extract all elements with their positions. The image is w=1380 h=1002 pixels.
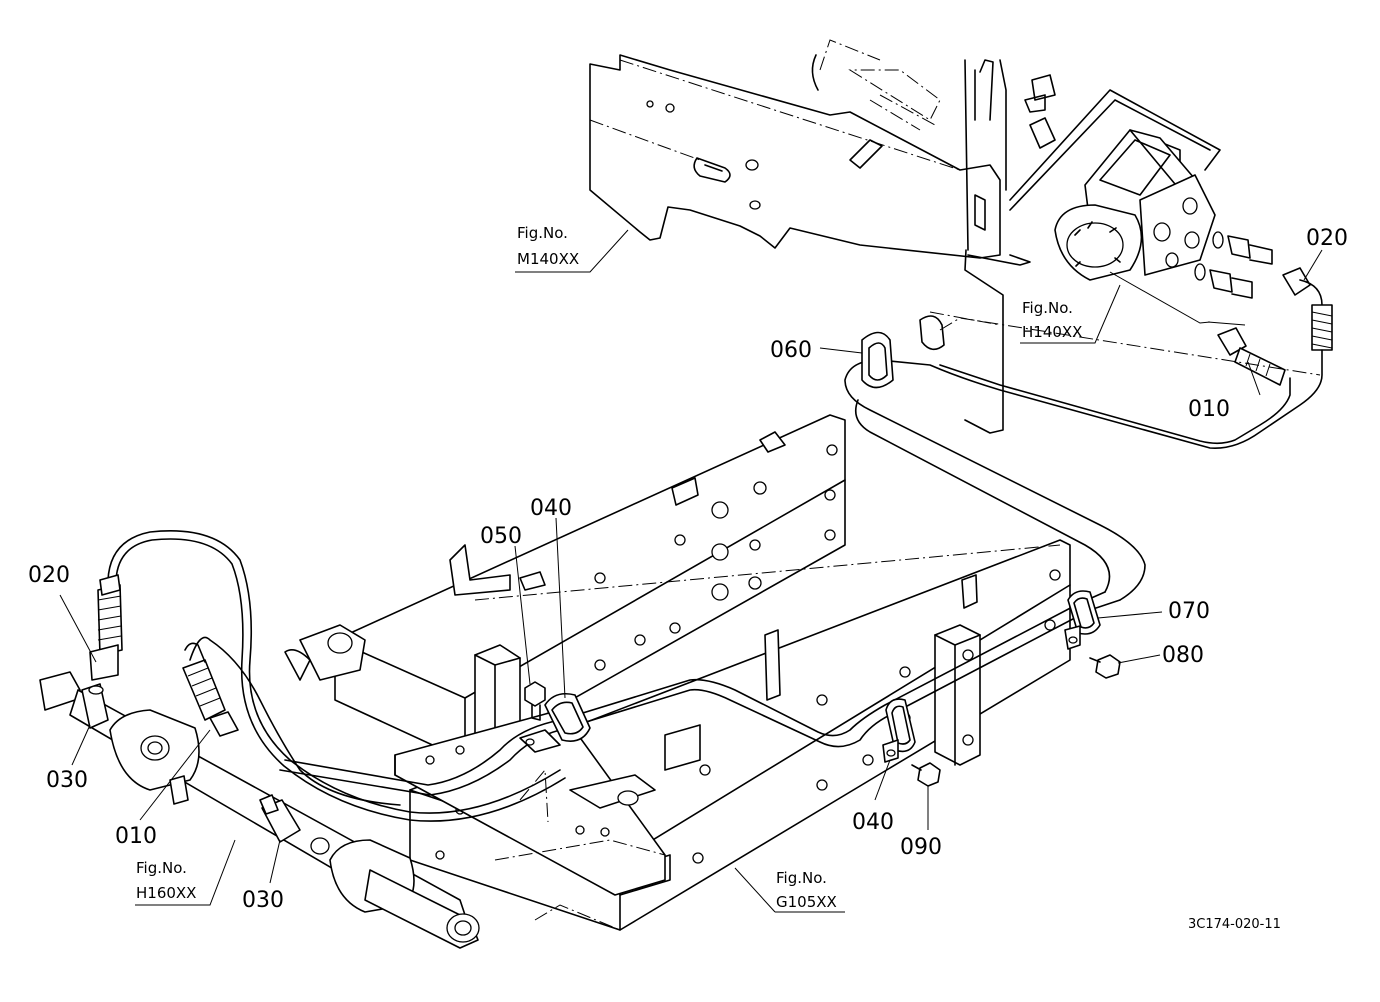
part-label-090: 090 <box>900 835 942 860</box>
fig-ref-h140-line2: H140XX <box>1022 323 1082 341</box>
bolt-080 <box>1089 654 1121 679</box>
part-label-060: 060 <box>770 338 812 363</box>
part-label-050: 050 <box>480 524 522 549</box>
fig-ref-g105[interactable]: Fig.No. G105XX <box>776 869 837 911</box>
part-label-040-right: 040 <box>852 810 894 835</box>
drawing-code: 3C174-020-11 <box>1188 917 1281 932</box>
part-label-030-bottom: 030 <box>242 888 284 913</box>
part-label-030-left: 030 <box>46 768 88 793</box>
clamp-040-mid <box>519 692 591 753</box>
steering-cylinder <box>39 671 480 949</box>
part-label-040-mid: 040 <box>530 496 572 521</box>
fig-ref-h160-line1: Fig.No. <box>136 859 187 877</box>
bolt-090 <box>911 762 941 787</box>
part-label-010-top: 010 <box>1188 397 1230 422</box>
bolt-050 <box>524 681 546 721</box>
upper-frame-plate <box>589 39 1056 434</box>
part-label-010-left: 010 <box>115 824 157 849</box>
lower-tubes <box>279 591 1121 796</box>
fig-ref-m140[interactable]: Fig.No. M140XX <box>517 224 579 268</box>
leader-lines <box>59 229 1323 913</box>
fig-ref-h160[interactable]: Fig.No. H160XX <box>136 859 196 902</box>
part-label-020-left: 020 <box>28 563 70 588</box>
fig-ref-h160-line2: H160XX <box>136 884 196 902</box>
clamp-070 <box>1064 590 1101 650</box>
grommet-060 <box>861 315 945 389</box>
part-label-080: 080 <box>1162 643 1204 668</box>
upper-hoses <box>844 267 1333 601</box>
fig-ref-m140-line1: Fig.No. <box>517 224 568 242</box>
steering-unit <box>1009 89 1273 299</box>
part-label-020-top: 020 <box>1306 226 1348 251</box>
left-hoses <box>89 530 566 822</box>
fig-ref-m140-line2: M140XX <box>517 250 579 268</box>
part-label-070: 070 <box>1168 599 1210 624</box>
main-chassis-frame <box>284 414 1071 931</box>
clamp-040-right <box>882 698 916 763</box>
fig-ref-g105-line2: G105XX <box>776 893 837 911</box>
fig-ref-h140-line1: Fig.No. <box>1022 299 1073 317</box>
fig-ref-h140[interactable]: Fig.No. H140XX <box>1022 299 1082 341</box>
fig-ref-g105-line1: Fig.No. <box>776 869 827 887</box>
